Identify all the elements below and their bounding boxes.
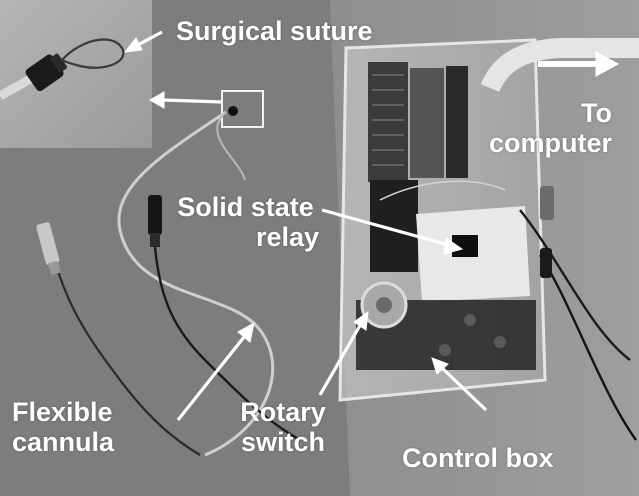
- rotary-switch-knob: [376, 297, 392, 313]
- label-relay-line2: relay: [255, 222, 319, 252]
- label-solid-state-relay: Solid state relay: [168, 192, 323, 252]
- label-surgical-suture: Surgical suture: [176, 16, 373, 46]
- suture-highlight-box: [221, 90, 264, 128]
- label-cannula-line2: cannula: [12, 427, 115, 457]
- label-cannula-line1: Flexible: [12, 397, 113, 427]
- terminal-block-3: [446, 66, 468, 178]
- label-rotary-line2: switch: [240, 427, 326, 457]
- terminal-block-2: [410, 68, 444, 178]
- label-to-computer-line1: To: [581, 98, 612, 128]
- clip-cable-middle: [153, 246, 301, 442]
- label-to-computer: To computer: [472, 98, 612, 158]
- inset-suture-loop: [61, 38, 125, 69]
- alligator-clip-left: [36, 222, 61, 275]
- solid-state-relay-chip: [452, 235, 478, 257]
- label-control-box: Control box: [402, 443, 553, 473]
- annotation-arrows: [123, 30, 620, 421]
- label-to-computer-line2: computer: [488, 128, 612, 158]
- alligator-clip-right: [540, 186, 554, 278]
- inset-frame: [0, 0, 152, 148]
- label-rotary-switch: Rotary switch: [233, 397, 333, 457]
- clip-cable-left: [46, 229, 201, 456]
- terminal-block-1: [368, 62, 408, 182]
- alligator-clip-middle: [148, 195, 162, 247]
- label-rotary-line1: Rotary: [240, 397, 326, 427]
- usb-cable: [480, 38, 639, 93]
- control-box-enclosure: [338, 38, 547, 402]
- label-control-box-text: Control box: [402, 443, 554, 473]
- suture-tip: [228, 106, 238, 116]
- suture-inset: [0, 0, 152, 148]
- label-relay-line1: Solid state: [177, 192, 314, 222]
- cannula-tube-branch: [216, 111, 246, 181]
- output-cable: [519, 209, 631, 361]
- label-surgical-suture-text: Surgical suture: [176, 16, 373, 46]
- cannula-tube: [117, 110, 275, 457]
- inset-connector: [25, 53, 67, 92]
- label-flexible-cannula: Flexible cannula: [12, 397, 114, 457]
